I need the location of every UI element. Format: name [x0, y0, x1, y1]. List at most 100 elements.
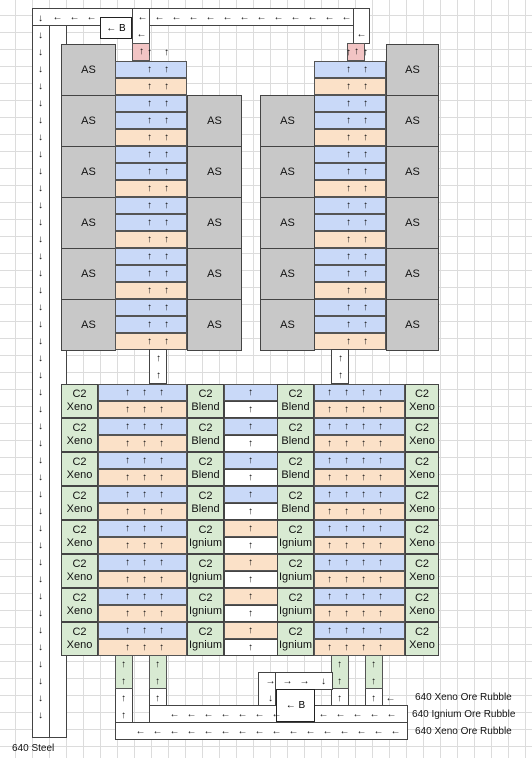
belt-blue-row: [115, 61, 187, 78]
block-label-line2: Xeno: [66, 639, 93, 651]
arrow-down-output: ↓: [38, 98, 43, 109]
arrow-left-input: ←: [203, 726, 214, 737]
arrow-left-top: ←: [86, 12, 97, 23]
arrow-up-belt: ↑: [142, 455, 147, 466]
arrow-up-belt: ↑: [147, 336, 152, 347]
belt-blue-row: [98, 486, 187, 503]
assembler-label: AS: [207, 216, 222, 229]
arrow-down-output: ↓: [38, 489, 43, 500]
block-label-line1: C2: [72, 456, 87, 468]
arrow-up-belt: ↑: [344, 642, 349, 653]
block-label-line2: Blend: [281, 503, 310, 515]
arrow-left-feed: ←: [356, 29, 367, 40]
arrow-up-mid: ↑: [248, 608, 253, 619]
assembler-label: AS: [280, 216, 295, 229]
belt-orange-row: [98, 435, 187, 452]
arrow-down-output: ↓: [38, 217, 43, 228]
belt-orange-row: [314, 503, 405, 520]
arrow-down-output: ↓: [38, 387, 43, 398]
arrow-up-belt: ↑: [125, 404, 130, 415]
arrow-up-mid: ↑: [248, 421, 253, 432]
assembler-block: AS: [61, 299, 116, 351]
assembler-block: AS: [187, 197, 242, 249]
arrow-up-belt: ↑: [327, 438, 332, 449]
block-label-line1: C2: [414, 422, 430, 434]
assembler-block: AS: [260, 248, 315, 300]
arrow-left-input: ←: [339, 726, 350, 737]
arrow-up-belt: ↑: [164, 234, 169, 245]
block-label-line1: C2: [198, 592, 213, 604]
block-label-line1: C2: [198, 524, 213, 536]
arrow-up-belt: ↑: [327, 506, 332, 517]
arrow-up-belt: ↑: [346, 98, 351, 109]
arrow-up-belt: ↑: [125, 540, 130, 551]
arrow-up-belt: ↑: [346, 336, 351, 347]
arrow-down-output: ↓: [38, 47, 43, 58]
block-label-line2: Blend: [191, 401, 220, 413]
arrow-up-belt: ↑: [344, 574, 349, 585]
block-label-line2: Blend: [191, 469, 220, 481]
arrow-up-input: ↑: [121, 693, 126, 704]
arrow-up-input: ↑: [155, 676, 160, 687]
belt-blue-row: [115, 299, 187, 316]
arrow-down-output: ↓: [38, 574, 43, 585]
arrow-up-belt: ↑: [378, 557, 383, 568]
arrow-up-belt: ↑: [327, 387, 332, 398]
belt-orange-row: [98, 469, 187, 486]
arrow-up-belt: ↑: [363, 183, 368, 194]
arrow-right-splitter: →: [282, 676, 293, 687]
arrow-up-feed: ↑: [139, 46, 144, 57]
block-label-line2: Xeno: [409, 503, 435, 515]
arrow-up-belt: ↑: [361, 387, 366, 398]
splitter-belt-left: [258, 672, 276, 706]
block-label-line1: C2: [72, 558, 87, 570]
arrow-left-input: ←: [386, 709, 397, 720]
arrow-up-belt: ↑: [147, 200, 152, 211]
block-label-line2: Ignium: [278, 571, 313, 583]
arrow-down-output: ↓: [38, 200, 43, 211]
arrow-up-belt: ↑: [346, 285, 351, 296]
block-label-line2: Ignium: [188, 571, 223, 583]
arrow-up-belt: ↑: [344, 404, 349, 415]
arrow-up-belt: ↑: [147, 268, 152, 279]
arrow-up-belt: ↑: [125, 506, 130, 517]
arrow-up-belt: ↑: [361, 625, 366, 636]
arrow-up-belt: ↑: [159, 404, 164, 415]
belt-blue-row: [314, 452, 405, 469]
arrow-up-belt: ↑: [142, 642, 147, 653]
belt-blue-row: [314, 418, 405, 435]
arrow-left-input: ←: [254, 726, 265, 737]
arrow-up-belt: ↑: [147, 64, 152, 75]
arrow-up-belt: ↑: [361, 642, 366, 653]
arrow-up-belt: ↑: [363, 285, 368, 296]
arrow-down-output: ↓: [38, 115, 43, 126]
belt-blue-row: [314, 486, 405, 503]
block-label-line2: Blend: [281, 469, 310, 481]
arrow-up-belt: ↑: [164, 183, 169, 194]
arrow-up-connector: ↑: [338, 353, 343, 364]
arrow-down-output: ↓: [38, 523, 43, 534]
arrow-up-input: ↑: [121, 710, 126, 721]
arrow-left-top: ←: [222, 12, 233, 23]
belt-blue-row: [98, 622, 187, 639]
arrow-up-belt: ↑: [147, 234, 152, 245]
block-label-line2: Blend: [191, 435, 220, 447]
arrow-down-output: ↓: [38, 81, 43, 92]
arrow-up-belt: ↑: [344, 608, 349, 619]
arrow-down-output: ↓: [38, 285, 43, 296]
arrow-left-top: ←: [52, 12, 63, 23]
arrow-left-top: ←: [273, 12, 284, 23]
arrow-up-belt: ↑: [361, 489, 366, 500]
belt-orange-row: [98, 503, 187, 520]
assembler-label: AS: [81, 267, 96, 280]
belt-orange-row: [98, 537, 187, 554]
arrow-right-splitter: →: [299, 676, 310, 687]
belt-blue-row: [115, 265, 187, 282]
belt-blue-row: [115, 112, 187, 129]
block-label-line2: Xeno: [66, 537, 93, 549]
